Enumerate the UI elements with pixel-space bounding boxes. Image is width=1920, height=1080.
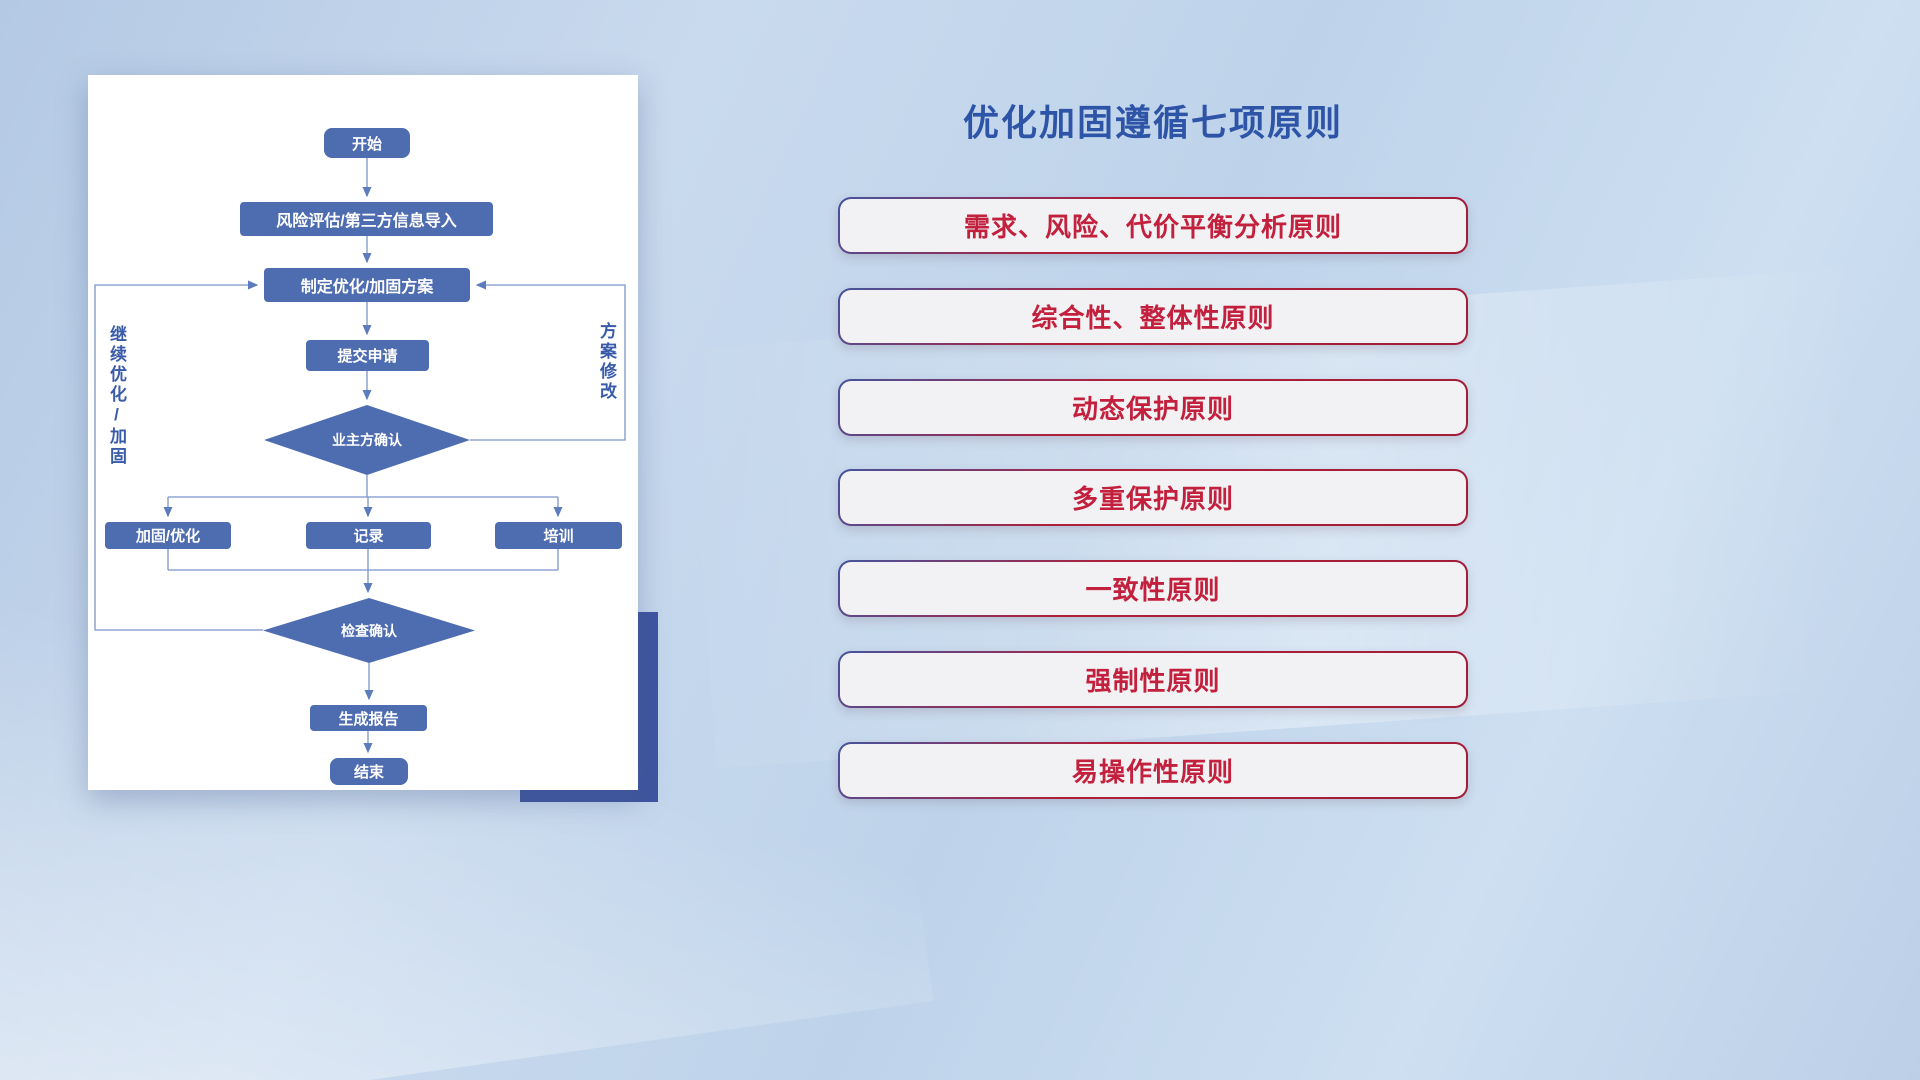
flow-node-risk-assessment-label: 风险评估/第三方信息导入 bbox=[276, 213, 457, 230]
flow-node-generate-report: 生成报告 bbox=[310, 705, 427, 731]
flow-node-submit-request: 提交申请 bbox=[306, 340, 429, 371]
principle-item-4: 多重保护原则 bbox=[838, 469, 1468, 526]
loop-label-plan-revision: 方案修改 bbox=[597, 322, 616, 402]
flow-node-record-label: 记录 bbox=[353, 528, 384, 545]
principle-item-2-label: 综合性、整体性原则 bbox=[840, 290, 1466, 343]
principle-item-1-label: 需求、风险、代价平衡分析原则 bbox=[840, 199, 1466, 252]
flow-node-end-label: 结束 bbox=[353, 764, 384, 781]
principle-item-2: 综合性、整体性原则 bbox=[838, 288, 1468, 345]
flow-decision-owner-confirm-label: 业主方确认 bbox=[332, 432, 402, 448]
principle-item-6-label: 强制性原则 bbox=[840, 653, 1466, 706]
principle-item-7-label: 易操作性原则 bbox=[840, 744, 1466, 797]
principle-item-3: 动态保护原则 bbox=[838, 379, 1468, 436]
flow-node-end: 结束 bbox=[330, 758, 408, 785]
principle-item-6: 强制性原则 bbox=[838, 651, 1468, 708]
flow-node-harden-optimize-label: 加固/优化 bbox=[135, 528, 201, 545]
principle-item-4-label: 多重保护原则 bbox=[840, 471, 1466, 524]
flow-node-generate-report-label: 生成报告 bbox=[338, 710, 399, 728]
flow-node-submit-request-label: 提交申请 bbox=[337, 348, 398, 365]
flowchart-card: 开始 风险评估/第三方信息导入 制定优化/加固方案 提交申请 业主方确认 加固/… bbox=[88, 75, 638, 790]
flow-node-make-plan: 制定优化/加固方案 bbox=[264, 268, 470, 302]
principle-item-5-label: 一致性原则 bbox=[840, 562, 1466, 615]
flow-decision-check-confirm: 检查确认 bbox=[263, 598, 475, 663]
flow-node-start-label: 开始 bbox=[351, 135, 382, 153]
flow-node-training-label: 培训 bbox=[543, 528, 574, 545]
flow-node-make-plan-label: 制定优化/加固方案 bbox=[300, 279, 434, 296]
principle-item-3-label: 动态保护原则 bbox=[840, 381, 1466, 434]
flow-decision-owner-confirm: 业主方确认 bbox=[264, 405, 470, 475]
flow-decision-check-confirm-label: 检查确认 bbox=[341, 622, 397, 639]
flow-node-record: 记录 bbox=[306, 522, 431, 549]
flow-node-risk-assessment: 风险评估/第三方信息导入 bbox=[240, 202, 493, 236]
principles-title: 优化加固遵循七项原则 bbox=[962, 102, 1343, 143]
principle-item-1: 需求、风险、代价平衡分析原则 bbox=[838, 197, 1468, 254]
flow-node-start: 开始 bbox=[324, 128, 410, 158]
flow-node-training: 培训 bbox=[495, 522, 622, 549]
principle-item-7: 易操作性原则 bbox=[838, 742, 1468, 799]
principle-item-5: 一致性原则 bbox=[838, 560, 1468, 617]
loop-label-continue-optimize: 继续优化/加固 bbox=[107, 325, 126, 467]
flow-node-harden-optimize: 加固/优化 bbox=[105, 522, 231, 549]
